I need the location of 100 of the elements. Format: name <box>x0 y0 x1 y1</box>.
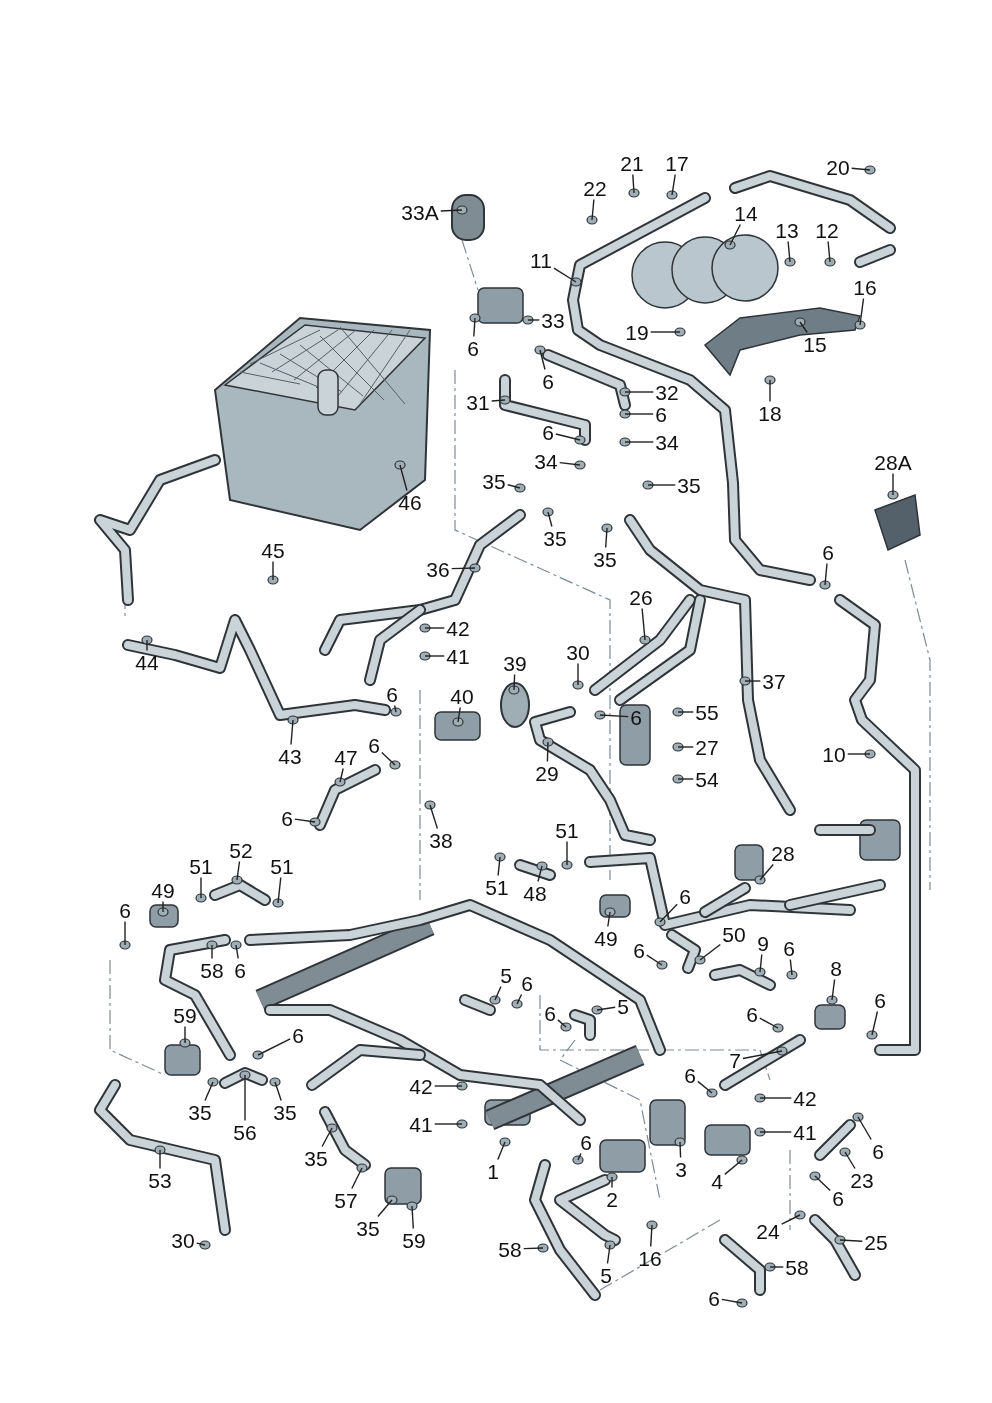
leader-line <box>729 223 741 246</box>
leader-line <box>507 484 521 489</box>
leader-line <box>277 876 282 904</box>
callout-number: 51 <box>485 876 509 898</box>
leader-line <box>650 1224 653 1248</box>
callout-number: 6 <box>234 959 246 981</box>
leader-line <box>159 1149 161 1170</box>
callout-number: 32 <box>655 381 679 403</box>
callout-number: 5 <box>600 1264 612 1286</box>
callout-number: 42 <box>409 1075 433 1097</box>
callout-number: 11 <box>530 249 552 271</box>
callout-number: 44 <box>135 651 159 673</box>
leader-line <box>274 1081 282 1102</box>
leader-line <box>611 1176 613 1189</box>
callout-number: 33A <box>401 201 439 223</box>
leader-line <box>434 1123 463 1125</box>
callout-number: 14 <box>734 202 758 224</box>
leader-line <box>769 1266 784 1268</box>
callout-number: 10 <box>822 743 846 765</box>
leader-line <box>605 527 608 549</box>
callout-number: 45 <box>261 539 285 561</box>
leader-line <box>606 1244 611 1265</box>
leader-line <box>641 607 646 641</box>
leader-line <box>424 627 445 629</box>
leader-line <box>632 173 635 194</box>
callout-number: 2 <box>606 1188 618 1210</box>
callout-number: 6 <box>746 1003 758 1025</box>
callout-number: 49 <box>594 927 618 949</box>
leader-line <box>699 943 721 961</box>
leader-line <box>146 639 148 652</box>
callout-number: 59 <box>402 1229 426 1251</box>
callout-number: 31 <box>466 391 490 413</box>
callout-number: 24 <box>756 1220 780 1242</box>
callout-number: 6 <box>872 1140 884 1162</box>
leader-line <box>513 673 516 691</box>
leader-line <box>200 876 202 899</box>
leader-line <box>759 953 763 973</box>
callout-number: 17 <box>665 152 689 174</box>
callout-number: 35 <box>188 1101 212 1123</box>
callout-number: 41 <box>409 1113 433 1135</box>
callout-number: 34 <box>655 431 679 453</box>
callout-number: 9 <box>757 932 769 954</box>
leader-line <box>547 511 553 528</box>
leader-line <box>196 1242 206 1246</box>
leader-line <box>724 1159 743 1176</box>
leader-line <box>494 985 502 1001</box>
leader-line <box>294 818 316 823</box>
callout-number: 53 <box>148 1169 172 1191</box>
leader-line <box>759 863 774 881</box>
callout-number: 58 <box>785 1256 809 1278</box>
callout-number: 35 <box>543 527 567 549</box>
leader-line <box>236 860 241 881</box>
leader-line <box>759 1017 779 1029</box>
callout-number: 20 <box>826 156 850 178</box>
leader-line <box>497 1141 506 1161</box>
leader-line <box>624 413 654 415</box>
callout-number: 6 <box>521 972 533 994</box>
leader-line <box>814 1175 831 1192</box>
leader-line <box>679 1141 682 1159</box>
leader-line <box>440 209 463 212</box>
leader-line <box>244 1074 246 1122</box>
leader-line <box>596 1006 616 1011</box>
leader-line <box>381 751 396 766</box>
leader-line <box>659 903 678 923</box>
callout-number: 6 <box>542 421 554 443</box>
leader-line <box>457 706 461 723</box>
callout-number: 6 <box>874 989 886 1011</box>
callout-number: 48 <box>523 882 547 904</box>
leader-line <box>321 1127 333 1148</box>
callout-number: 5 <box>500 964 512 986</box>
leader-line <box>759 1131 792 1133</box>
leader-line <box>671 173 676 196</box>
leader-line <box>789 958 793 976</box>
callout-number: 18 <box>758 402 782 424</box>
callout-number: 28A <box>874 451 912 473</box>
leader-line <box>721 1298 743 1304</box>
leader-line <box>424 655 445 657</box>
leader-line <box>523 1247 544 1250</box>
leader-line <box>844 1151 856 1170</box>
callout-number: 54 <box>695 768 719 790</box>
leader-line <box>697 1080 713 1094</box>
leader-line <box>184 1025 186 1044</box>
leader-line <box>599 714 629 718</box>
callout-number: 16 <box>638 1247 662 1269</box>
leader-line <box>577 1152 582 1161</box>
callout-number: 26 <box>629 586 653 608</box>
callout-number: 22 <box>583 177 607 199</box>
callout-number: 39 <box>503 652 527 674</box>
callout-number: 52 <box>229 839 253 861</box>
callout-number: 8 <box>830 957 842 979</box>
leader-line <box>399 464 408 492</box>
callout-number: 6 <box>386 683 398 705</box>
leader-line <box>647 484 676 486</box>
callout-number: 19 <box>625 321 649 343</box>
callout-number: 21 <box>620 152 644 174</box>
callout-number: 6 <box>368 734 380 756</box>
callout-number: 41 <box>446 645 470 667</box>
leader-line <box>546 741 549 763</box>
leader-line <box>491 399 506 402</box>
leader-line <box>827 240 831 263</box>
